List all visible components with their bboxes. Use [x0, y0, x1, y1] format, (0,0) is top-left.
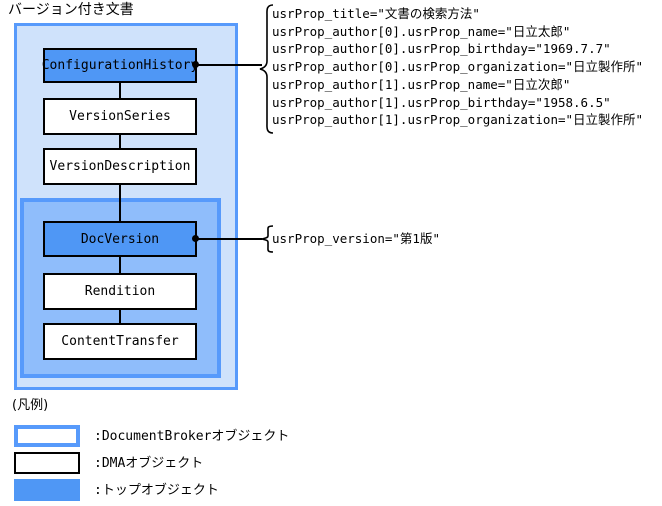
legend-item-dma: :DMAオブジェクト — [14, 452, 203, 474]
node-docversion[interactable]: DocVersion — [43, 221, 197, 257]
callout-version: usrProp_version="第1版" — [272, 230, 440, 248]
legend-swatch-documentbroker-icon — [14, 425, 80, 447]
legend-title: (凡例) — [12, 398, 49, 413]
callout-leader-configurationhistory — [196, 64, 262, 66]
legend-label-dma: :DMAオブジェクト — [94, 455, 204, 471]
legend-swatch-topobject-icon — [14, 479, 80, 501]
curly-brace-icon-version — [259, 225, 274, 253]
legend-label-documentbroker: :DocumentBrokerオブジェクト — [94, 428, 290, 444]
callout-anchor-configurationhistory — [192, 61, 199, 68]
callout-properties-line: usrProp_author[1].usrProp_name="日立次郎" — [272, 76, 571, 92]
callout-version-line: usrProp_version="第1版" — [272, 231, 440, 246]
node-contenttransfer[interactable]: ContentTransfer — [43, 323, 197, 360]
callout-properties: usrProp_title="文書の検索方法" usrProp_author[0… — [272, 5, 643, 129]
callout-anchor-docversion — [192, 235, 199, 242]
callout-properties-line: usrProp_author[0].usrProp_organization="… — [272, 59, 644, 75]
connector-rendition-contenttransfer — [119, 310, 121, 323]
connector-configurationhistory-versionseries — [119, 83, 121, 98]
callout-properties-line: usrProp_title="文書の検索方法" — [272, 6, 480, 21]
connector-docversion-rendition — [119, 257, 121, 273]
callout-properties-line: usrProp_author[1].usrProp_organization="… — [272, 112, 644, 128]
node-rendition[interactable]: Rendition — [43, 273, 197, 310]
legend-item-topobject: :トップオブジェクト — [14, 479, 219, 501]
callout-properties-line: usrProp_author[0].usrProp_name="日立太郎" — [272, 23, 571, 39]
curly-brace-icon-properties — [259, 4, 274, 134]
legend-item-documentbroker: :DocumentBrokerオブジェクト — [14, 425, 289, 447]
callout-properties-line: usrProp_author[0].usrProp_birthday="1969… — [272, 41, 611, 57]
legend-swatch-dma-icon — [14, 452, 80, 474]
node-configurationhistory[interactable]: ConfigurationHistory — [42, 48, 198, 83]
connector-versionseries-versiondescription — [119, 135, 121, 148]
node-versionseries[interactable]: VersionSeries — [43, 98, 197, 135]
diagram-title: バージョン付き文書 — [8, 2, 134, 18]
legend-label-topobject: :トップオブジェクト — [94, 482, 219, 498]
callout-properties-line: usrProp_author[1].usrProp_birthday="1958… — [272, 94, 611, 110]
connector-versiondescription-docversion — [119, 185, 121, 221]
callout-leader-docversion — [196, 238, 262, 240]
node-versiondescription[interactable]: VersionDescription — [43, 148, 197, 185]
